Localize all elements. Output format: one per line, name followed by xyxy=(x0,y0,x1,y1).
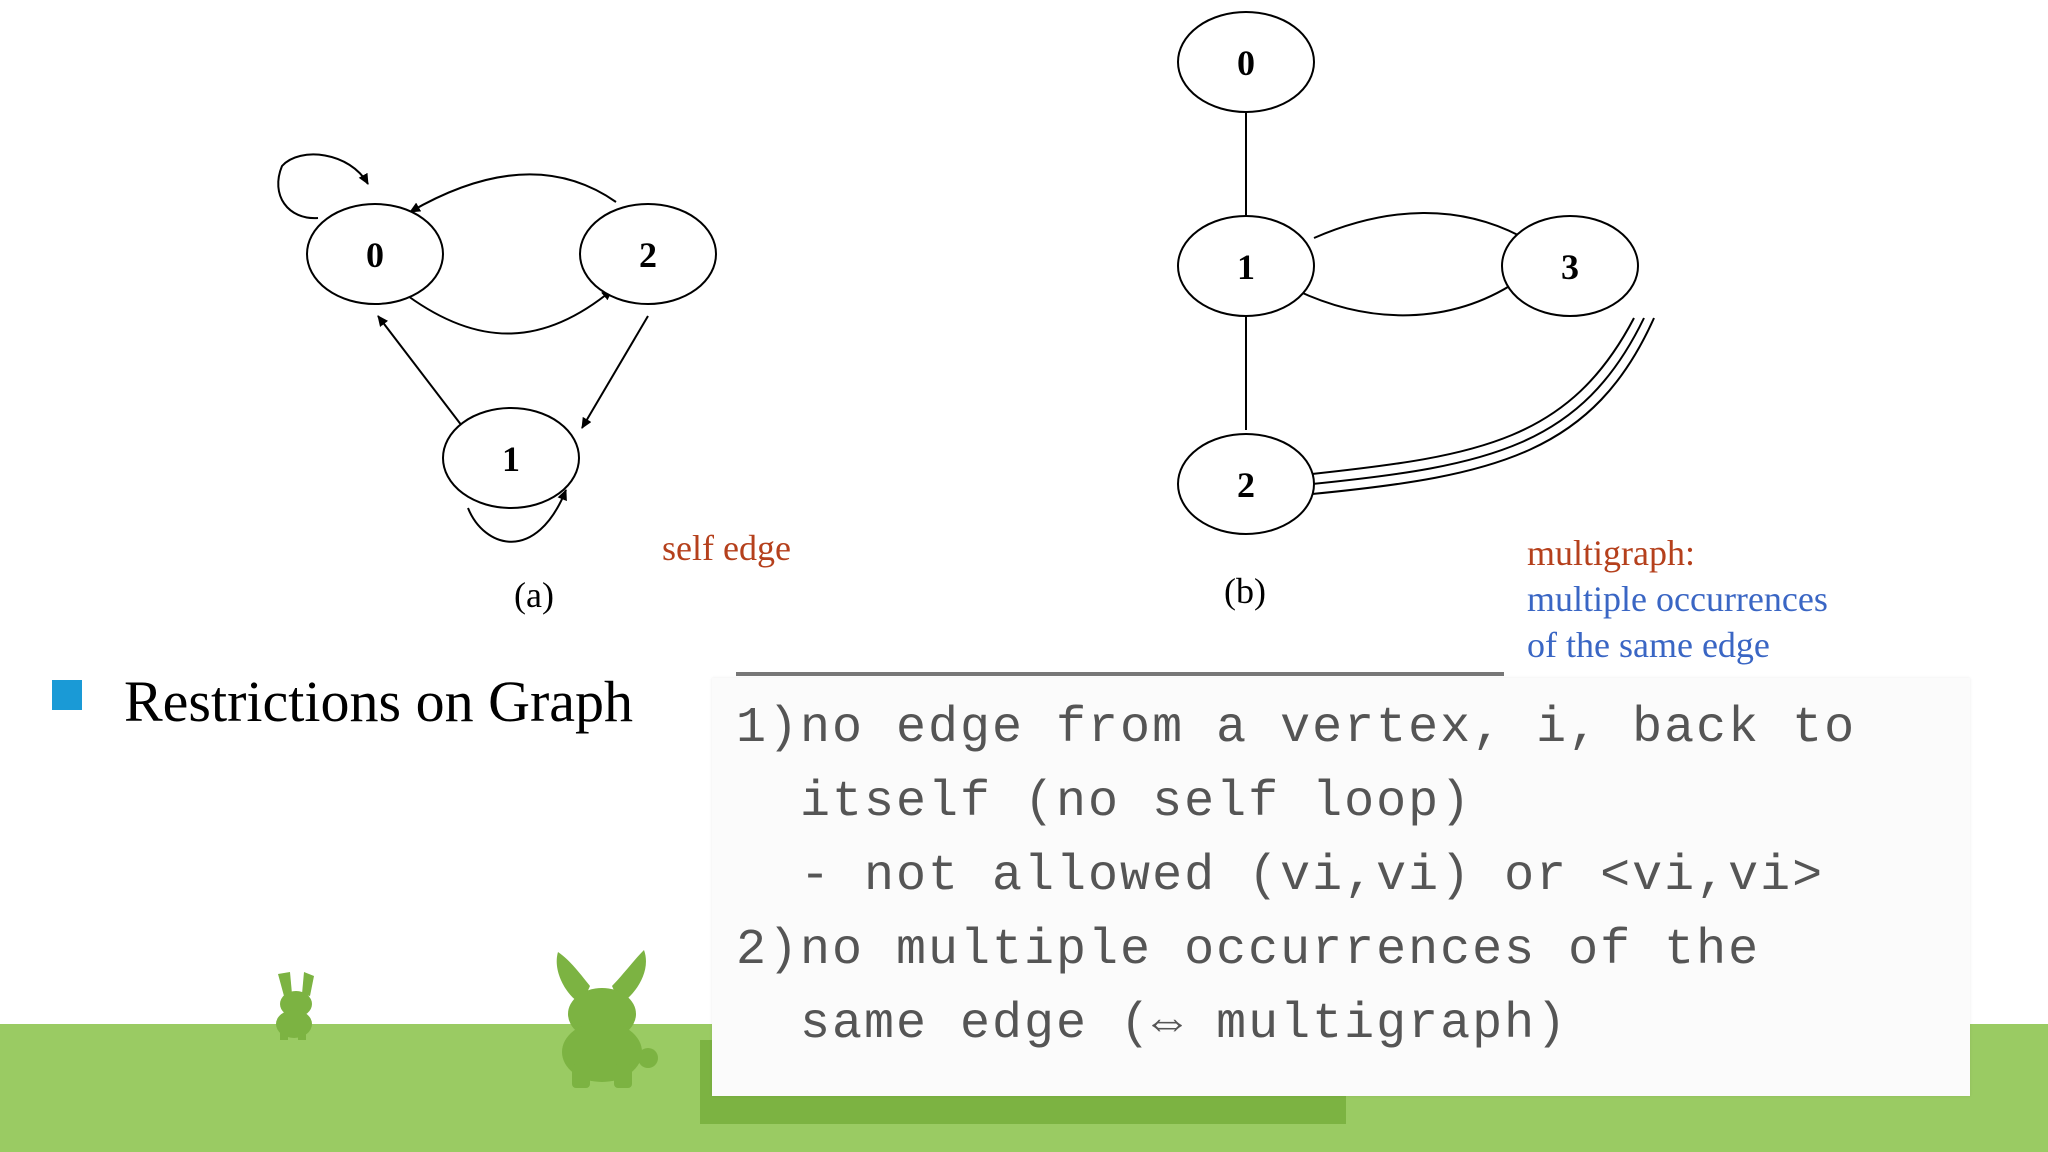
large-rabbit-icon xyxy=(556,950,658,1088)
node-a-2: 2 xyxy=(579,203,717,305)
caption-a: (a) xyxy=(514,575,554,615)
edge-1-3-upper xyxy=(1313,212,1521,239)
edge-1-3-lower xyxy=(1295,281,1517,317)
node-b-2: 2 xyxy=(1177,433,1315,535)
annotation-multigraph-line1: multiple occurrences xyxy=(1527,579,1828,619)
node-a-1: 1 xyxy=(442,407,580,509)
svg-text:1: 1 xyxy=(1237,247,1255,287)
annotation-multigraph-title: multigraph: xyxy=(1527,533,1695,573)
edge-0-to-2 xyxy=(407,289,613,335)
edge-1-to-0 xyxy=(377,315,463,427)
node-b-1: 1 xyxy=(1177,215,1315,317)
edge-1-self-loop xyxy=(467,489,567,543)
edge-2-3-c xyxy=(1311,317,1655,495)
annotation-self-edge: self edge xyxy=(662,528,791,568)
node-b-0: 0 xyxy=(1177,11,1315,113)
svg-text:2: 2 xyxy=(1237,465,1255,505)
svg-text:2: 2 xyxy=(639,235,657,275)
caption-b: (b) xyxy=(1224,571,1266,611)
edge-2-to-0 xyxy=(409,173,617,213)
node-b-3: 3 xyxy=(1501,215,1639,317)
small-rabbit-icon xyxy=(276,972,314,1040)
snippet-top-rule xyxy=(736,672,1504,676)
edge-2-3-a xyxy=(1311,317,1635,475)
restrictions-snippet: 1)no edge from a vertex, i, back to itse… xyxy=(712,672,1970,1096)
snippet-line-5: same edge (⇔ multigraph) xyxy=(736,996,1569,1053)
bullet-square-icon xyxy=(52,680,82,710)
snippet-line-3: - not allowed (vi,vi) or <vi,vi> xyxy=(736,848,1825,905)
node-a-0: 0 xyxy=(306,203,444,305)
edge-0-self-loop xyxy=(277,153,369,220)
snippet-line-2: itself (no self loop) xyxy=(736,774,1473,831)
edge-2-to-1 xyxy=(581,315,649,429)
edge-2-3-b xyxy=(1311,317,1645,485)
annotation-multigraph-line2: of the same edge xyxy=(1527,625,1770,665)
svg-text:0: 0 xyxy=(366,235,384,275)
diagram-b: 0 1 3 2 xyxy=(1177,11,1655,535)
snippet-line-1: 1)no edge from a vertex, i, back to xyxy=(736,700,1857,757)
svg-text:3: 3 xyxy=(1561,247,1579,287)
diagram-a: 0 2 1 xyxy=(277,153,717,543)
snippet-line-4: 2)no multiple occurrences of the xyxy=(736,922,1761,979)
svg-text:0: 0 xyxy=(1237,43,1255,83)
bullet-restrictions: Restrictions on Graph xyxy=(124,669,634,734)
svg-text:1: 1 xyxy=(502,439,520,479)
